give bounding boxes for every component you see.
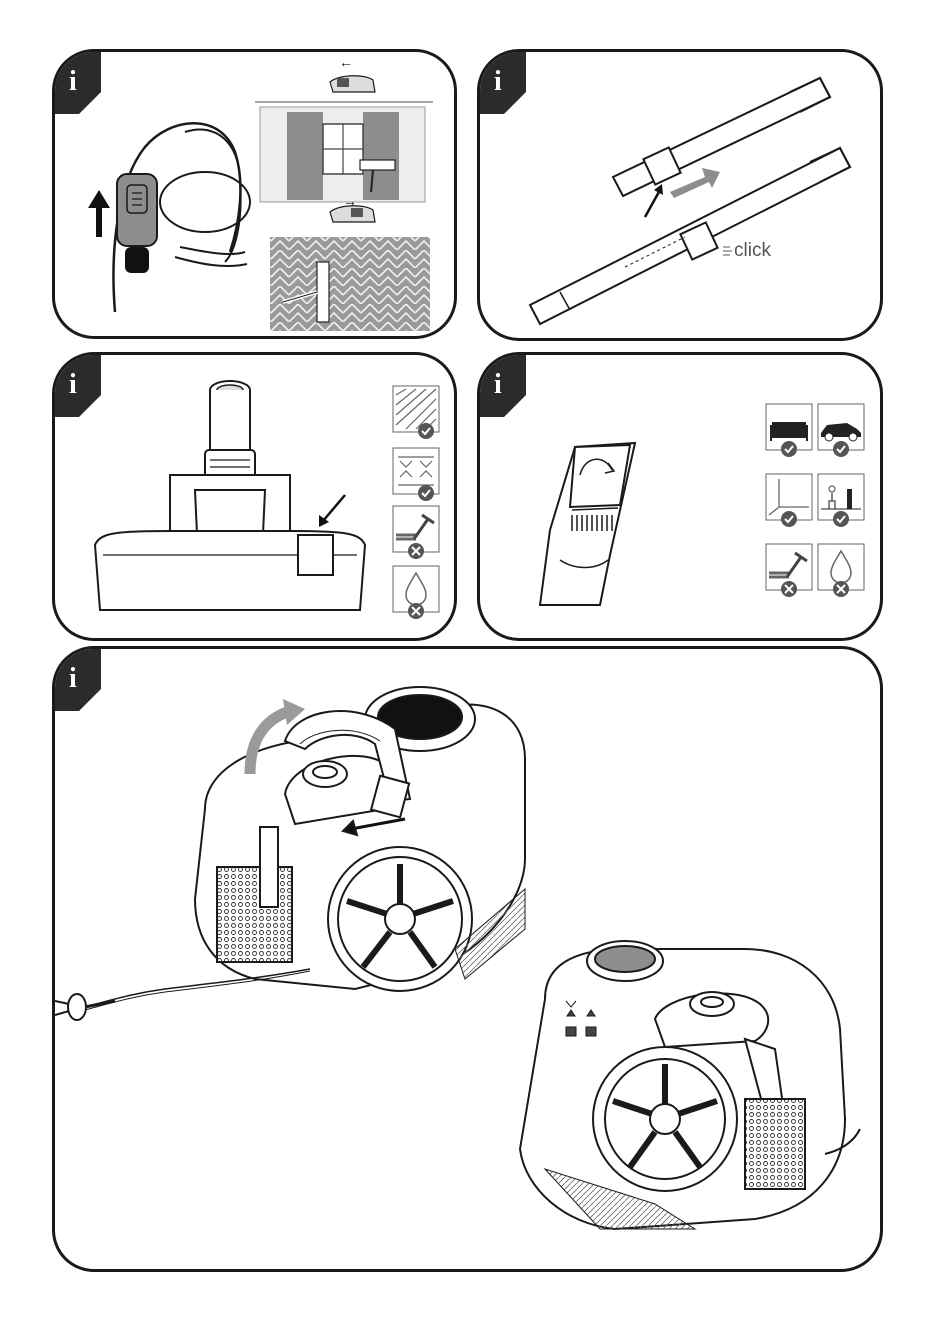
panel-telescopic-tube: i click xyxy=(477,49,883,341)
panel-vacuum-body: i xyxy=(52,646,883,1272)
suitability-icon-car xyxy=(817,403,865,459)
click-label: click xyxy=(734,240,771,262)
suitability-icon-carpet xyxy=(392,385,440,435)
panel-floor-nozzle: i xyxy=(52,352,457,641)
suitability-icon-sofa xyxy=(765,403,813,459)
suitability-icon-corner xyxy=(765,473,813,529)
vacuum-front-view xyxy=(520,941,860,1229)
switch-left-arrow: ← xyxy=(339,54,353,70)
suitability-icon-hard-floor xyxy=(392,505,440,561)
panel-handle-switch: i xyxy=(52,49,457,339)
vacuum-illustration xyxy=(55,649,880,1269)
handle-switch-illustration xyxy=(55,52,454,336)
suitability-icon-shelf xyxy=(817,473,865,529)
panel-brush-tool: i xyxy=(477,352,883,641)
suitability-icon-hard-floor xyxy=(765,543,813,599)
suitability-icon-liquid xyxy=(392,565,440,621)
tube-illustration xyxy=(480,52,880,338)
switch-right-arrow: → xyxy=(343,193,357,209)
suitability-icon-liquid xyxy=(817,543,865,599)
vacuum-rear-view xyxy=(55,687,525,1020)
suitability-icon-rug xyxy=(392,447,440,503)
